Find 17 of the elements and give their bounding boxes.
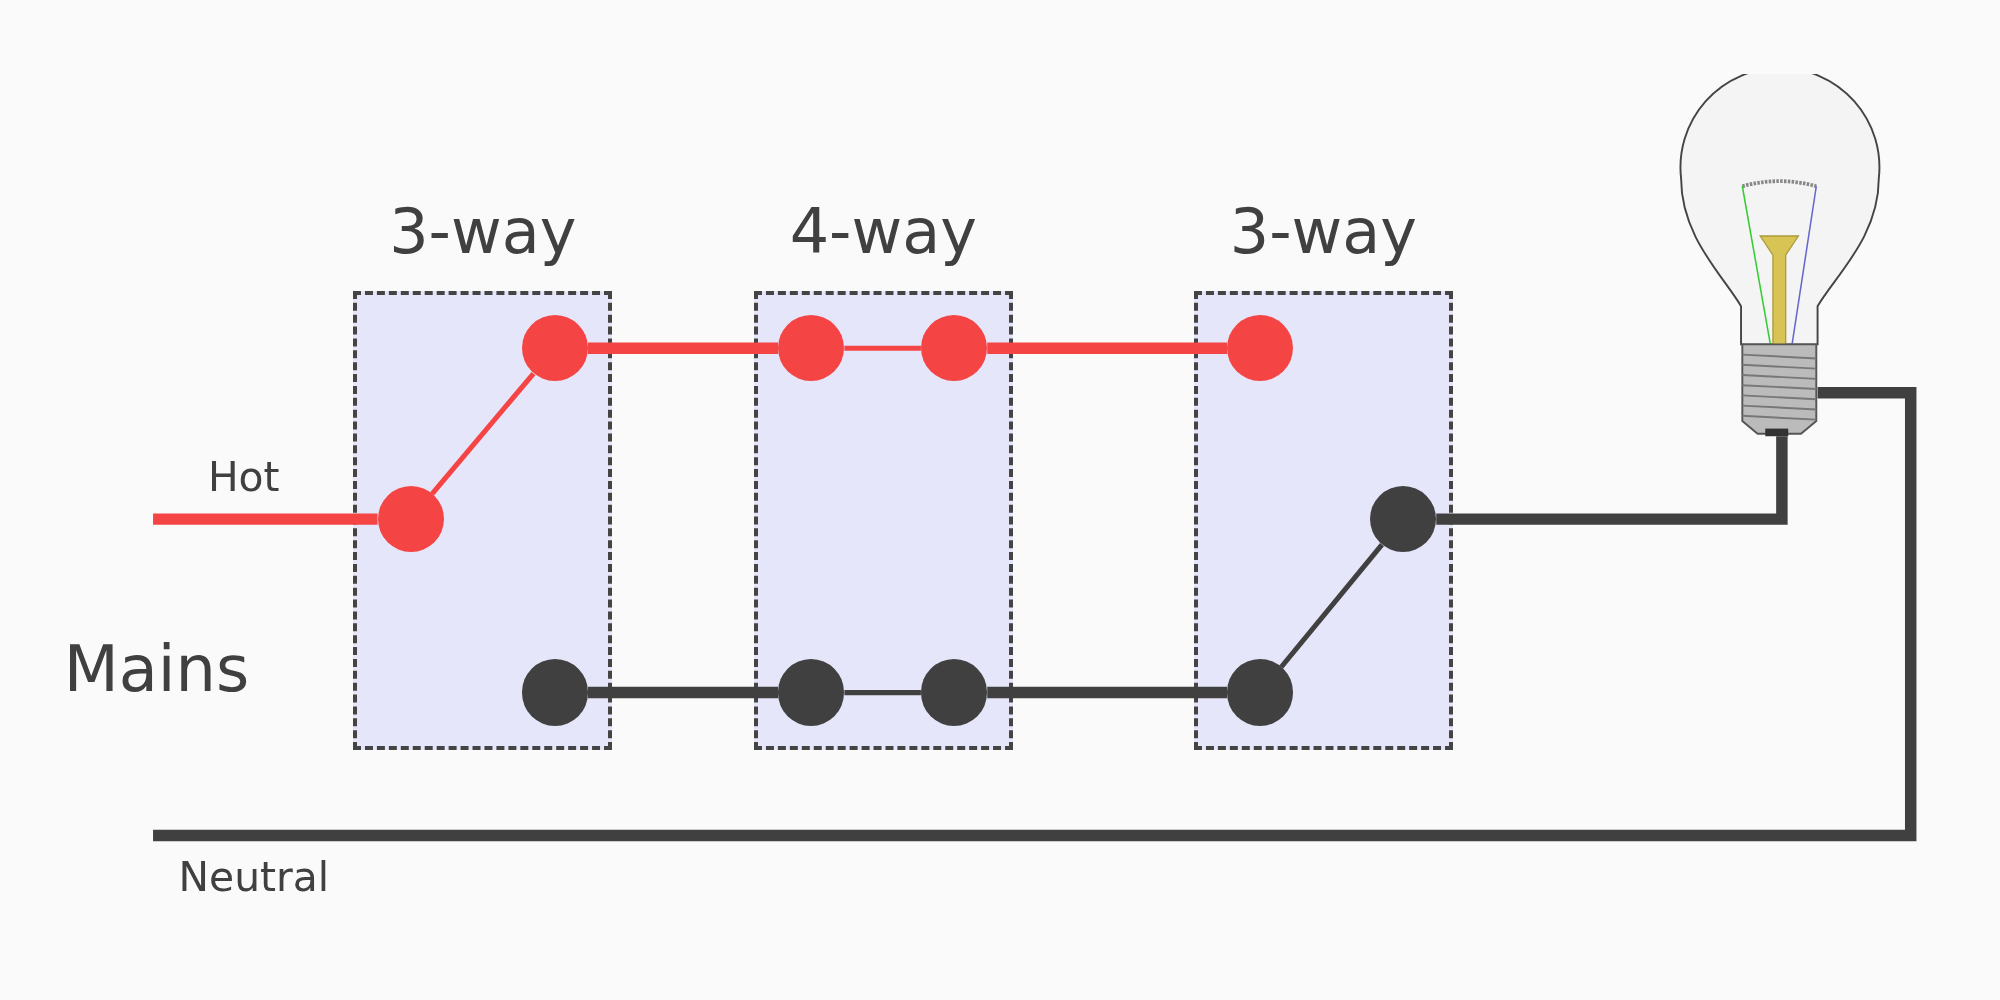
switch-label: 4-way bbox=[788, 194, 978, 268]
switch-label: 3-way bbox=[1228, 194, 1418, 268]
wire bbox=[844, 345, 921, 351]
wire bbox=[430, 371, 536, 496]
wire bbox=[588, 342, 779, 354]
wire bbox=[1436, 436, 1788, 525]
label-text: Mains bbox=[63, 637, 250, 702]
edge-label: Hot bbox=[207, 456, 280, 498]
wire bbox=[153, 513, 378, 525]
wire bbox=[844, 690, 921, 696]
switch-label: 3-way bbox=[388, 194, 578, 268]
edge-label: Neutral bbox=[178, 857, 330, 898]
wire bbox=[987, 342, 1228, 354]
wire bbox=[1279, 543, 1384, 669]
wire bbox=[153, 387, 1917, 842]
wire bbox=[588, 686, 779, 699]
wire bbox=[987, 686, 1228, 699]
